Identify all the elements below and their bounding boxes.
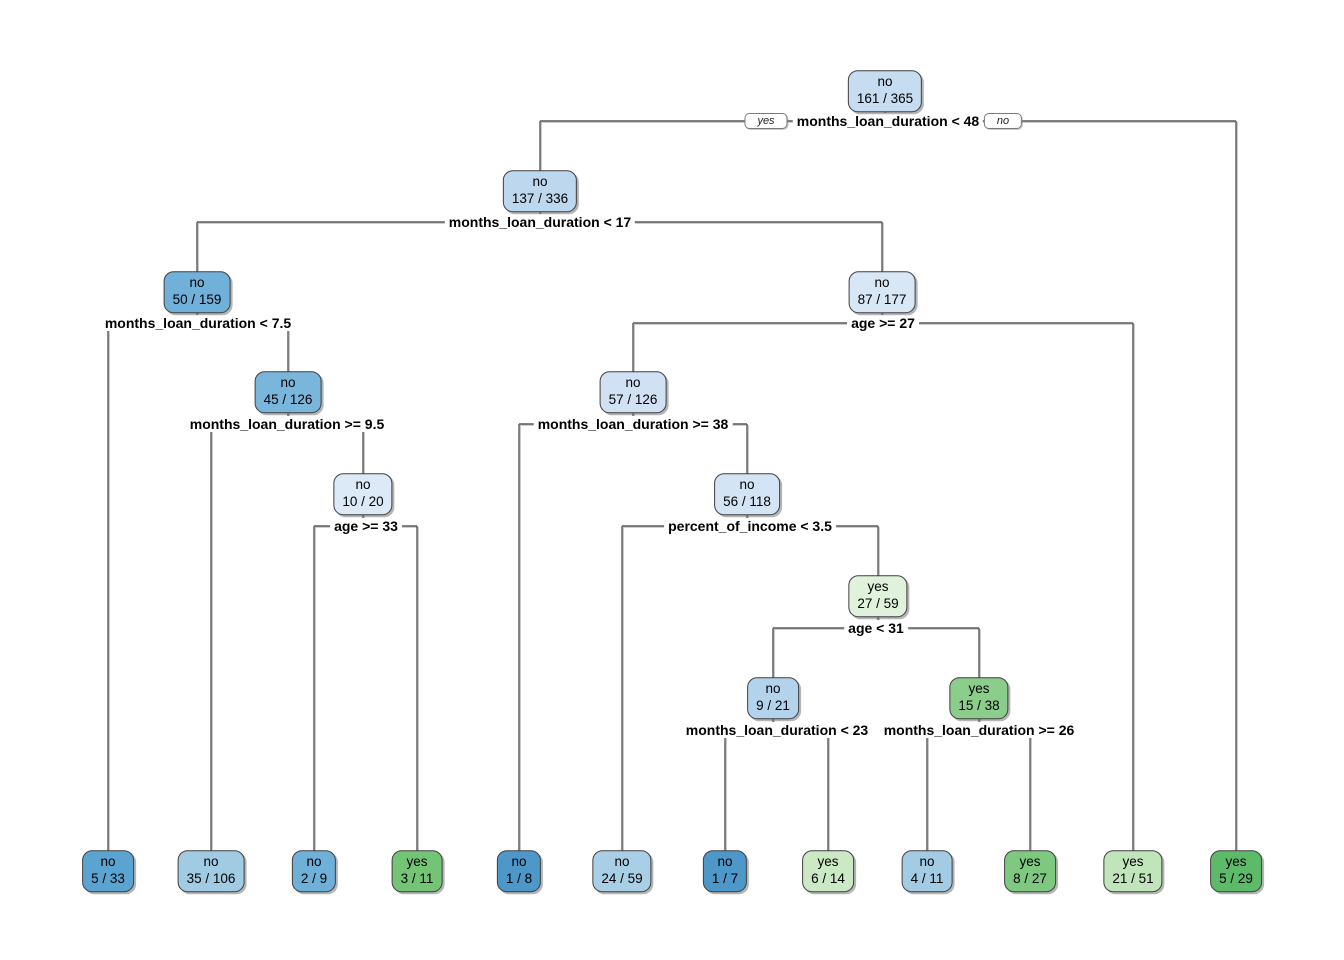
tree-leaf-node: no 35 / 106 [177,850,245,892]
split-condition-label: months_loan_duration < 48 [792,113,984,129]
node-count-label: 137 / 336 [511,191,569,207]
node-count-label: 9 / 21 [756,698,790,714]
tree-leaf-node: yes 6 / 14 [802,850,854,892]
tree-leaf-node: no 24 / 59 [592,850,652,892]
node-count-label: 5 / 33 [91,871,125,887]
node-decision-label: no [874,275,890,291]
node-decision-label: no [614,854,630,870]
split-condition-label: percent_of_income < 3.5 [664,518,836,534]
tree-node: no 9 / 21 [747,677,799,719]
node-count-label: 21 / 51 [1112,871,1154,887]
node-count-label: 15 / 38 [958,698,1000,714]
tree-node: no 161 / 365 [847,70,923,112]
node-count-label: 57 / 126 [608,392,658,408]
tree-node: no 56 / 118 [714,473,780,515]
node-decision-label: yes [817,854,839,870]
tree-leaf-node: no 4 / 11 [901,850,953,892]
node-count-label: 1 / 8 [505,871,533,887]
split-condition-label: age >= 27 [847,315,919,331]
node-count-label: 4 / 11 [910,871,944,887]
node-decision-label: yes [406,854,428,870]
split-condition-label: months_loan_duration >= 9.5 [185,416,389,432]
node-decision-label: no [100,854,116,870]
node-count-label: 24 / 59 [601,871,643,887]
tree-leaf-node: no 2 / 9 [291,850,337,892]
node-decision-label: no [739,477,755,493]
node-decision-label: yes [1122,854,1144,870]
node-decision-label: no [625,375,641,391]
tree-node: no 87 / 177 [848,271,916,313]
split-condition-label: months_loan_duration >= 38 [533,416,733,432]
node-count-label: 10 / 20 [342,494,384,510]
tree-node: yes 15 / 38 [949,677,1009,719]
node-decision-label: yes [968,681,990,697]
node-decision-label: yes [1019,854,1041,870]
node-decision-label: no [765,681,781,697]
node-count-label: 27 / 59 [857,596,899,612]
tree-node: no 45 / 126 [254,371,322,413]
node-decision-label: no [877,74,893,90]
tree-leaf-node: yes 21 / 51 [1103,850,1163,892]
node-decision-label: no [189,275,205,291]
tree-node: yes 27 / 59 [848,575,908,617]
node-decision-label: no [717,854,733,870]
tree-leaf-node: yes 5 / 29 [1210,850,1262,892]
split-condition-label: months_loan_duration < 23 [681,722,873,738]
node-count-label: 6 / 14 [811,871,845,887]
node-count-label: 87 / 177 [857,292,907,308]
node-count-label: 2 / 9 [300,871,328,887]
node-decision-label: yes [867,579,889,595]
node-decision-label: no [280,375,296,391]
tree-node: no 57 / 126 [599,371,667,413]
node-decision-label: no [306,854,322,870]
node-count-label: 5 / 29 [1219,871,1253,887]
node-count-label: 35 / 106 [186,871,236,887]
node-count-label: 8 / 27 [1013,871,1047,887]
tree-node: no 50 / 159 [163,271,231,313]
tree-node: no 137 / 336 [502,170,578,212]
node-count-label: 45 / 126 [263,392,313,408]
node-count-label: 50 / 159 [172,292,222,308]
split-condition-label: age >= 33 [330,518,402,534]
node-count-label: 1 / 7 [711,871,739,887]
node-decision-label: yes [1225,854,1247,870]
tree-leaf-node: no 1 / 8 [496,850,542,892]
tree-leaf-node: yes 8 / 27 [1004,850,1056,892]
split-condition-label: months_loan_duration < 17 [444,214,636,230]
edge-label-no: no [983,113,1023,129]
node-count-label: 56 / 118 [723,494,771,510]
split-condition-label: months_loan_duration >= 26 [879,722,1079,738]
node-decision-label: no [203,854,219,870]
split-condition-label: age < 31 [844,620,908,636]
node-count-label: 3 / 11 [400,871,434,887]
node-decision-label: no [919,854,935,870]
node-decision-label: no [532,174,548,190]
tree-node: no 10 / 20 [333,473,393,515]
node-decision-label: no [511,854,527,870]
tree-leaf-node: no 1 / 7 [702,850,748,892]
tree-leaf-node: yes 3 / 11 [391,850,443,892]
node-decision-label: no [355,477,371,493]
tree-leaf-node: no 5 / 33 [82,850,134,892]
node-count-label: 161 / 365 [856,91,914,107]
split-condition-label: months_loan_duration < 7.5 [100,315,296,331]
edge-label-yes: yes [744,113,788,129]
